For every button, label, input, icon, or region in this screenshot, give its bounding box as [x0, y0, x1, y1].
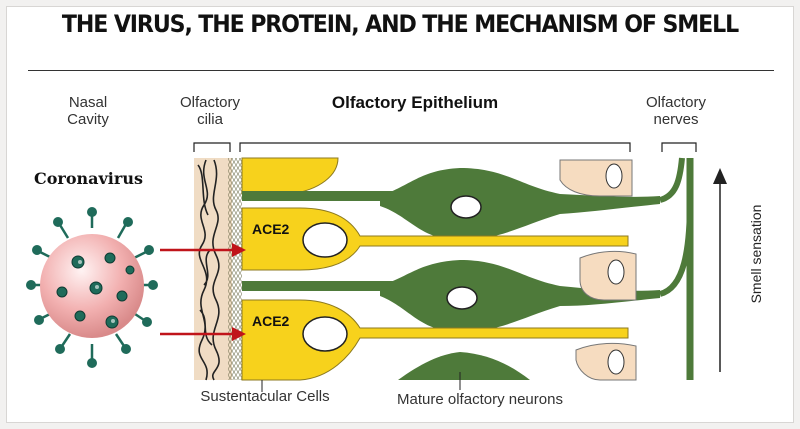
olfactory-nerve-2 [658, 158, 693, 297]
virus-arrowhead-1 [232, 243, 246, 257]
cilia-hatching [228, 158, 242, 380]
olfactory-nerves-label-line1: Olfactory [645, 94, 706, 111]
smell-sensation-label: Smell sensation [748, 204, 764, 304]
neuron-nucleus-2 [446, 286, 478, 310]
sustentacular-nucleus-1 [302, 222, 348, 258]
sustentacular-cell-top [241, 157, 339, 195]
olfactory-cilia-label-line2: cilia [197, 111, 223, 128]
olfactory-epithelium-label: Olfactory Epithelium [331, 93, 499, 112]
ace2-label-bottom: ACE2 [252, 313, 290, 329]
nasal-cavity-label: Nasal Cavity [58, 94, 118, 128]
nasal-cavity-label-line1: Nasal [68, 94, 108, 111]
title-rule [28, 70, 774, 71]
mature-neuron-1 [380, 168, 660, 240]
epithelium-bracket [239, 142, 631, 152]
ace2-label-top: ACE2 [252, 221, 290, 237]
basal-nucleus-2 [607, 259, 625, 285]
cilia-tangle [197, 159, 220, 381]
olfactory-cilia-label-line1: Olfactory [179, 94, 240, 111]
sustentacular-cell-1 [241, 207, 629, 271]
olfactory-nerves-label: Olfactory nerves [636, 94, 716, 128]
coronavirus-label: Coronavirus [34, 169, 143, 188]
basal-nucleus-3 [607, 349, 625, 375]
mature-neuron-2 [380, 260, 660, 332]
cilia-bracket [193, 142, 231, 152]
virus-arrowhead-2 [232, 327, 246, 341]
olfactory-nerve-1 [658, 157, 685, 203]
neuron-nucleus-1 [450, 195, 482, 219]
olfactory-cilia-label: Olfactory cilia [168, 94, 252, 128]
sustentacular-cells-label: Sustentacular Cells [200, 388, 330, 405]
olfactory-nerves-label-line2: nerves [653, 111, 699, 128]
nerves-bracket [661, 142, 697, 152]
diagram-title: THE VIRUS, THE PROTEIN, AND THE MECHANIS… [61, 10, 739, 38]
mature-neurons-label: Mature olfactory neurons [397, 391, 563, 408]
basal-cell-3 [575, 342, 637, 381]
sustentacular-nucleus-2 [302, 316, 348, 352]
basal-nucleus-1 [605, 163, 623, 189]
mature-neuron-3 [398, 352, 530, 380]
smell-sensation-arrowhead [713, 168, 727, 184]
nasal-cavity-label-line2: Cavity [67, 111, 109, 128]
coronavirus-particle [26, 207, 158, 368]
